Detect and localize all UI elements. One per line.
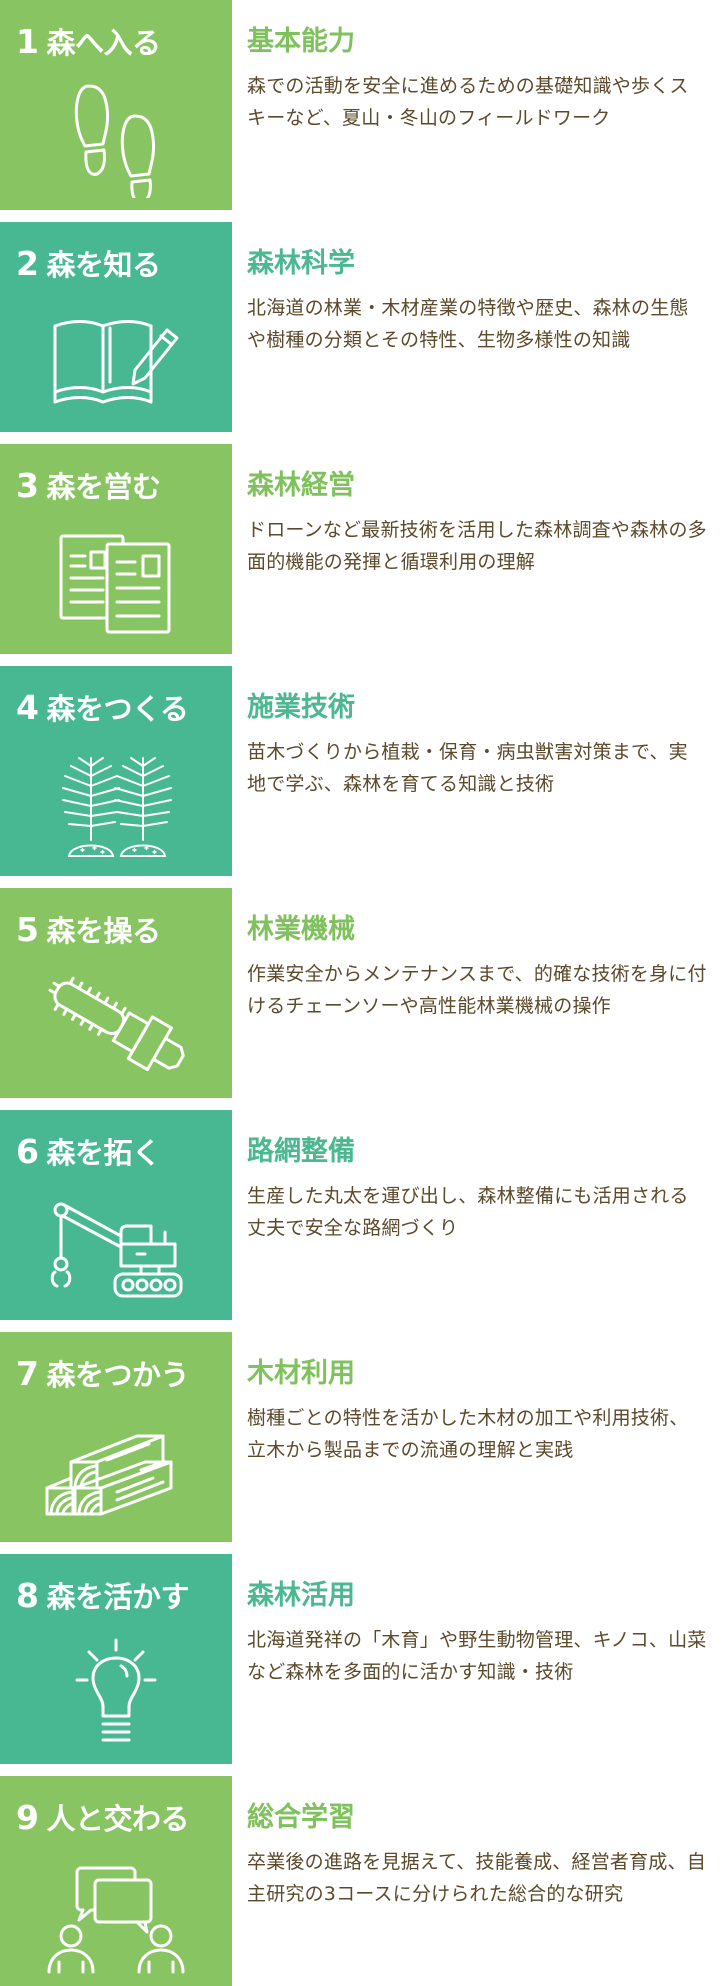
item-heading: 施業技術	[247, 692, 355, 723]
item-content: 木材利用 樹種ごとの特性を活かした木材の加工や利用技術、立木から製品までの流通の…	[232, 1332, 721, 1542]
book-pencil-icon	[41, 300, 191, 420]
item-description: 樹種ごとの特性を活かした木材の加工や利用技術、立木から製品までの流通の理解と実践	[247, 1407, 689, 1461]
item-content: 路網整備 生産した丸太を運び出し、森林整備にも活用される丈夫で安全な路網づくり	[232, 1110, 721, 1320]
item-heading: 森林経営	[247, 470, 355, 501]
item-description: 作業安全からメンテナンスまで、的確な技術を身に付けるチェーンソーや高性能林業機械…	[247, 963, 707, 1017]
item-heading: 林業機械	[247, 914, 355, 945]
item-number: 5	[16, 910, 39, 949]
item-title-text: 森を活かす	[46, 1580, 189, 1614]
item-heading: 路網整備	[247, 1136, 355, 1167]
item-heading: 森林科学	[247, 248, 355, 279]
item-content: 林業機械 作業安全からメンテナンスまで、的確な技術を身に付けるチェーンソーや高性…	[232, 888, 721, 1098]
item-description: 生産した丸太を運び出し、森林整備にも活用される丈夫で安全な路網づくり	[247, 1185, 689, 1239]
seedlings-icon	[41, 744, 191, 864]
crane-icon	[41, 1188, 191, 1308]
item-content: 森林経営 ドローンなど最新技術を活用した森林調査や森林の多面的機能の発揮と循環利…	[232, 444, 721, 654]
item-description: 北海道の林業・木材産業の特徴や歴史、森林の生態や樹種の分類とその特性、生物多様性…	[247, 297, 689, 351]
item-content: 森林科学 北海道の林業・木材産業の特徴や歴史、森林の生態や樹種の分類とその特性、…	[232, 222, 721, 432]
item-title-text: 森を操る	[46, 914, 161, 948]
item-heading: 森林活用	[247, 1580, 355, 1611]
item-number: 7	[16, 1354, 39, 1393]
lightbulb-icon	[41, 1632, 191, 1752]
documents-icon	[41, 522, 191, 642]
item-title-text: 森へ入る	[46, 26, 161, 60]
item-number: 1	[16, 22, 39, 61]
item-content: 総合学習 卒業後の進路を見据えて、技能養成、経営者育成、自主研究の3コースに分け…	[232, 1776, 721, 1986]
item-content: 施業技術 苗木づくりから植栽・保育・病虫獣害対策まで、実地で学ぶ、森林を育てる知…	[232, 666, 721, 876]
item-title-text: 人と交わる	[46, 1802, 189, 1836]
item-number: 9	[16, 1798, 39, 1837]
item-title-text: 森をつかう	[46, 1358, 189, 1392]
item-heading: 総合学習	[247, 1802, 355, 1833]
footprints-icon	[41, 78, 191, 198]
item-title-text: 森をつくる	[46, 692, 189, 726]
item-heading: 基本能力	[247, 26, 355, 57]
conversation-icon	[41, 1854, 191, 1974]
chainsaw-icon	[41, 966, 191, 1086]
item-description: 苗木づくりから植栽・保育・病虫獣害対策まで、実地で学ぶ、森林を育てる知識と技術	[247, 741, 688, 795]
item-number: 6	[16, 1132, 39, 1171]
item-heading: 木材利用	[247, 1358, 355, 1389]
item-number: 3	[16, 466, 39, 505]
item-number: 8	[16, 1576, 39, 1615]
item-content: 基本能力 森での活動を安全に進めるための基礎知識や歩くスキーなど、夏山・冬山のフ…	[232, 0, 721, 210]
item-description: 卒業後の進路を見据えて、技能養成、経営者育成、自主研究の3コースに分けられた総合…	[247, 1851, 706, 1905]
item-title-text: 森を知る	[46, 248, 161, 282]
item-title-text: 森を営む	[46, 470, 161, 504]
item-description: ドローンなど最新技術を活用した森林調査や森林の多面的機能の発揮と循環利用の理解	[247, 519, 707, 573]
item-title-text: 森を拓く	[46, 1136, 161, 1170]
item-number: 4	[16, 688, 39, 727]
item-description: 森での活動を安全に進めるための基礎知識や歩くスキーなど、夏山・冬山のフィールドワ…	[247, 75, 689, 129]
item-content: 森林活用 北海道発祥の「木育」や野生動物管理、キノコ、山菜など森林を多面的に活か…	[232, 1554, 721, 1764]
lumber-icon	[41, 1410, 191, 1530]
item-description: 北海道発祥の「木育」や野生動物管理、キノコ、山菜など森林を多面的に活かす知識・技…	[247, 1629, 707, 1683]
item-number: 2	[16, 244, 39, 283]
